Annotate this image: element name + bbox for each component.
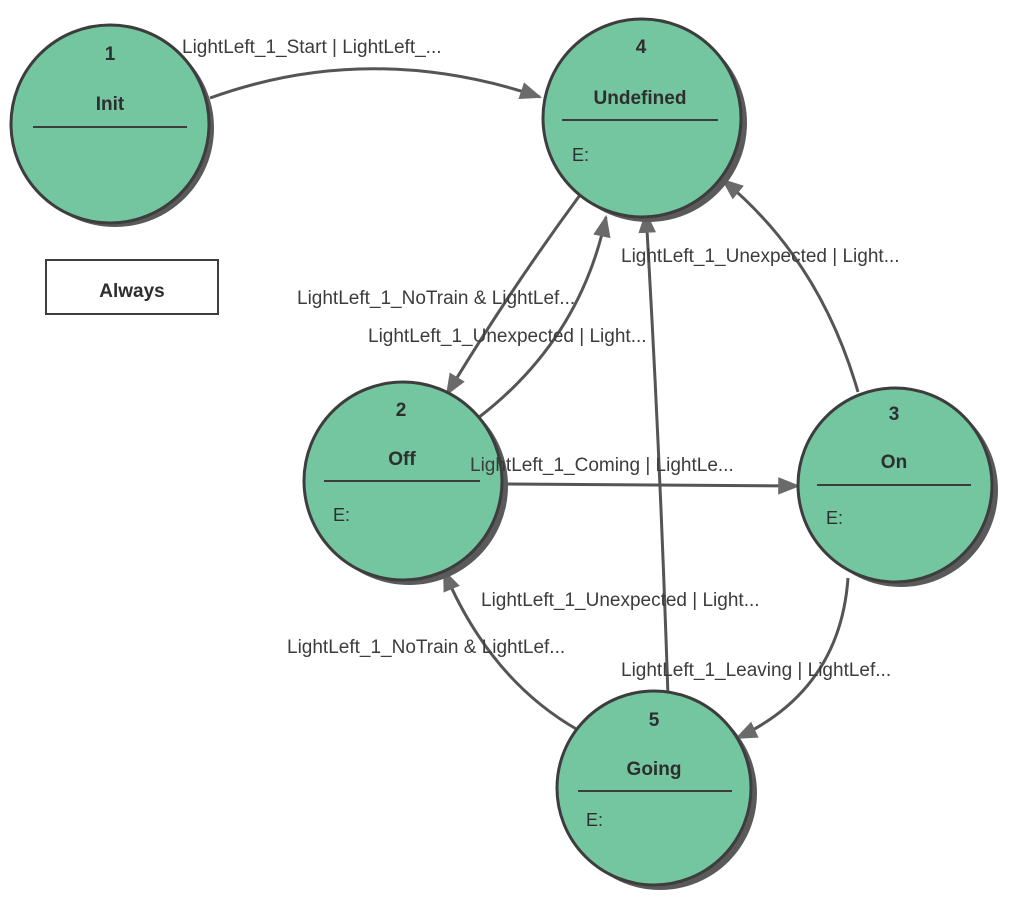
- state-number: 3: [889, 404, 900, 425]
- edge-label-going-to-off: LightLeft_1_NoTrain & LightLef...: [287, 637, 565, 658]
- always-note-text: Always: [99, 281, 164, 302]
- edge-label-undefined-to-off: LightLeft_1_NoTrain & LightLef...: [297, 288, 575, 309]
- state-going[interactable]: 5 Going E:: [555, 689, 757, 890]
- edge-off-to-on[interactable]: [502, 477, 801, 495]
- edge-label-init-to-undefined: LightLeft_1_Start | LightLeft_...: [182, 37, 442, 58]
- state-off[interactable]: 2 Off E:: [302, 380, 508, 585]
- state-name: Going: [627, 759, 682, 780]
- edge-label-on-to-going: LightLeft_1_Leaving | LightLef...: [621, 660, 891, 681]
- edge-label-off-to-undefined: LightLeft_1_Unexpected | Light...: [368, 326, 647, 347]
- state-entry-label: E:: [333, 505, 350, 525]
- state-init[interactable]: 1 Init: [9, 23, 214, 227]
- state-name: Undefined: [594, 88, 687, 109]
- edges: [209, 67, 860, 740]
- state-number: 2: [396, 400, 407, 421]
- edge-init-to-undefined[interactable]: [209, 67, 543, 100]
- state-name: On: [881, 452, 907, 473]
- edge-going-to-undefined[interactable]: [638, 210, 670, 698]
- state-number: 5: [649, 710, 660, 731]
- edge-label-off-to-on: LightLeft_1_Coming | LightLe...: [470, 455, 734, 476]
- edge-on-to-undefined[interactable]: [721, 178, 860, 393]
- state-on[interactable]: 3 On E:: [796, 386, 998, 587]
- state-number: 4: [636, 37, 647, 58]
- state-undefined[interactable]: 4 Undefined E:: [541, 17, 747, 222]
- state-name: Init: [96, 94, 125, 115]
- edge-label-going-to-undefined: LightLeft_1_Unexpected | Light...: [481, 590, 760, 611]
- always-note: Always: [45, 259, 219, 315]
- state-name: Off: [388, 449, 416, 470]
- edge-label-on-to-undefined: LightLeft_1_Unexpected | Light...: [621, 246, 900, 267]
- edge-undefined-to-off[interactable]: [445, 194, 582, 396]
- state-entry-label: E:: [586, 810, 603, 830]
- edge-going-to-off[interactable]: [442, 568, 579, 732]
- state-entry-label: E:: [572, 145, 589, 165]
- edge-off-to-undefined[interactable]: [477, 214, 611, 420]
- edge-on-to-going[interactable]: [735, 577, 850, 740]
- state-number: 1: [105, 44, 116, 65]
- state-entry-label: E:: [826, 508, 843, 528]
- edge-labels: LightLeft_1_Start | LightLeft_... LightL…: [182, 37, 900, 681]
